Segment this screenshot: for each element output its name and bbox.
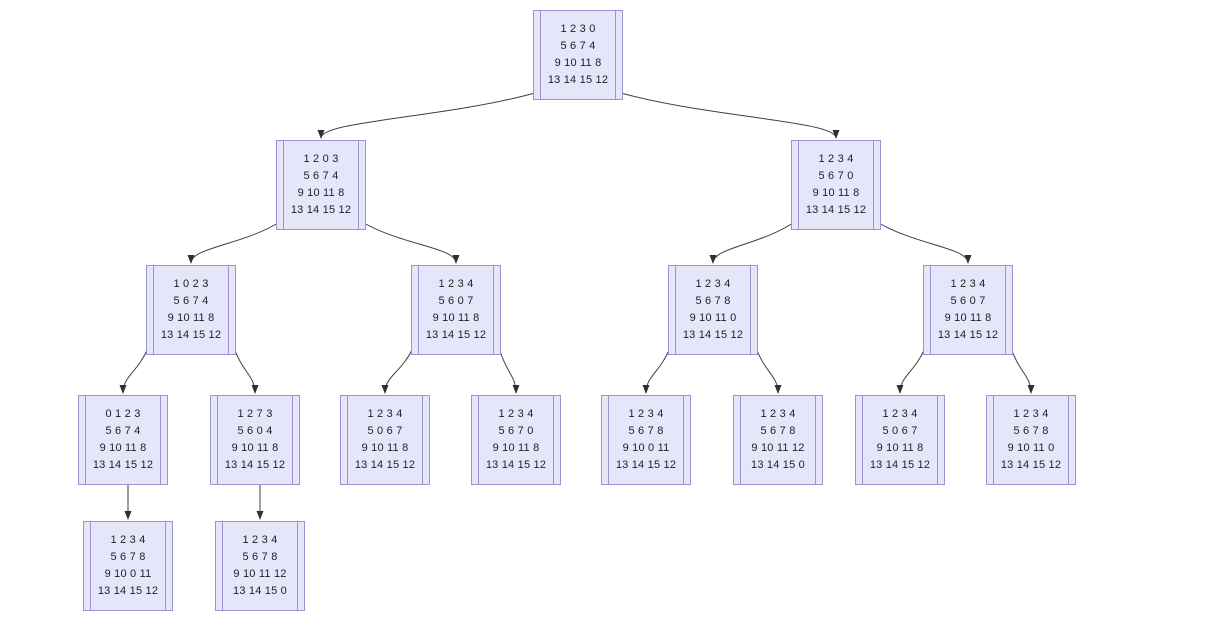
- puzzle-row: 5 6 7 4: [303, 170, 339, 182]
- tree-node-n5: 1 2 3 4 5 6 0 7 9 10 11 8 13 14 15 12: [411, 265, 501, 355]
- tree-node-n6: 1 2 3 4 5 6 7 8 9 10 11 0 13 14 15 12: [668, 265, 758, 355]
- puzzle-row: 1 2 3 4: [438, 278, 474, 290]
- tree-node-n9: 1 2 7 3 5 6 0 4 9 10 11 8 13 14 15 12: [210, 395, 300, 485]
- tree-edge-n7-n15: [1010, 347, 1035, 394]
- puzzle-row: 1 2 3 0: [560, 23, 596, 35]
- puzzle-row: 9 10 0 11: [104, 568, 152, 580]
- puzzle-row: 9 10 0 11: [622, 442, 670, 454]
- puzzle-row: 9 10 11 0: [689, 312, 737, 324]
- puzzle-row: 13 14 15 12: [615, 459, 677, 471]
- puzzle-row: 1 2 7 3: [237, 408, 273, 420]
- tree-edge-n5-n10: [381, 347, 414, 394]
- tree-edge-n1-n2: [317, 92, 536, 139]
- puzzle-row: 1 2 0 3: [303, 153, 339, 165]
- puzzle-row: 0 1 2 3: [105, 408, 141, 420]
- puzzle-row: 5 6 7 4: [173, 295, 209, 307]
- puzzle-row: 5 6 0 4: [237, 425, 273, 437]
- tree-edge-n3-n7: [878, 222, 972, 264]
- puzzle-row: 5 6 7 8: [242, 551, 278, 563]
- tree-edge-n4-n9: [233, 347, 259, 394]
- puzzle-row: 9 10 11 12: [233, 568, 287, 580]
- tree-node-n10: 1 2 3 4 5 0 6 7 9 10 11 8 13 14 15 12: [340, 395, 430, 485]
- puzzle-row: 13 14 15 12: [92, 459, 154, 471]
- puzzle-row: 13 14 15 12: [869, 459, 931, 471]
- puzzle-row: 13 14 15 12: [547, 74, 609, 86]
- puzzle-row: 13 14 15 12: [290, 204, 352, 216]
- tree-node-n11: 1 2 3 4 5 6 7 0 9 10 11 8 13 14 15 12: [471, 395, 561, 485]
- puzzle-row: 9 10 11 8: [812, 187, 860, 199]
- puzzle-row: 9 10 11 8: [432, 312, 480, 324]
- puzzle-row: 9 10 11 8: [297, 187, 345, 199]
- puzzle-row: 5 0 6 7: [882, 425, 918, 437]
- tree-node-n12: 1 2 3 4 5 6 7 8 9 10 0 11 13 14 15 12: [601, 395, 691, 485]
- puzzle-row: 1 2 3 4: [882, 408, 918, 420]
- puzzle-row: 13 14 15 12: [805, 204, 867, 216]
- puzzle-row: 1 2 3 4: [110, 534, 146, 546]
- tree-node-n13: 1 2 3 4 5 6 7 8 9 10 11 12 13 14 15 0: [733, 395, 823, 485]
- tree-edge-n2-n4: [187, 222, 279, 264]
- puzzle-row: 13 14 15 12: [224, 459, 286, 471]
- puzzle-row: 9 10 11 8: [944, 312, 992, 324]
- puzzle-row: 1 2 3 4: [498, 408, 534, 420]
- puzzle-row: 13 14 15 12: [937, 329, 999, 341]
- puzzle-row: 1 2 3 4: [628, 408, 664, 420]
- puzzle-row: 13 14 15 12: [485, 459, 547, 471]
- puzzle-row: 9 10 11 8: [99, 442, 147, 454]
- puzzle-row: 13 14 15 12: [425, 329, 487, 341]
- puzzle-row: 9 10 11 8: [361, 442, 409, 454]
- tree-node-n3: 1 2 3 4 5 6 7 0 9 10 11 8 13 14 15 12: [791, 140, 881, 230]
- puzzle-row: 1 0 2 3: [173, 278, 209, 290]
- puzzle-row: 13 14 15 12: [354, 459, 416, 471]
- puzzle-row: 13 14 15 12: [97, 585, 159, 597]
- tree-edge-n3-n6: [709, 222, 794, 264]
- tree-node-n1: 1 2 3 0 5 6 7 4 9 10 11 8 13 14 15 12: [533, 10, 623, 100]
- tree-node-n17: 1 2 3 4 5 6 7 8 9 10 11 12 13 14 15 0: [215, 521, 305, 611]
- puzzle-row: 9 10 11 8: [876, 442, 924, 454]
- puzzle-row: 5 6 7 8: [628, 425, 664, 437]
- tree-node-n7: 1 2 3 4 5 6 0 7 9 10 11 8 13 14 15 12: [923, 265, 1013, 355]
- puzzle-row: 1 2 3 4: [367, 408, 403, 420]
- puzzle-row: 5 6 7 8: [110, 551, 146, 563]
- tree-edge-n2-n5: [363, 222, 460, 264]
- puzzle-row: 5 6 7 0: [818, 170, 854, 182]
- puzzle-row: 5 6 7 0: [498, 425, 534, 437]
- puzzle-row: 5 6 7 8: [1013, 425, 1049, 437]
- puzzle-row: 9 10 11 8: [492, 442, 540, 454]
- tree-edge-n6-n12: [642, 347, 671, 394]
- puzzle-row: 1 2 3 4: [760, 408, 796, 420]
- tree-node-n8: 0 1 2 3 5 6 7 4 9 10 11 8 13 14 15 12: [78, 395, 168, 485]
- tree-edge-n7-n14: [896, 347, 926, 394]
- puzzle-row: 5 0 6 7: [367, 425, 403, 437]
- puzzle-row: 9 10 11 0: [1007, 442, 1055, 454]
- tree-edge-n4-n8: [119, 347, 149, 394]
- puzzle-row: 5 6 7 8: [760, 425, 796, 437]
- tree-edge-n1-n3: [620, 92, 840, 139]
- tree-node-n2: 1 2 0 3 5 6 7 4 9 10 11 8 13 14 15 12: [276, 140, 366, 230]
- tree-node-n16: 1 2 3 4 5 6 7 8 9 10 0 11 13 14 15 12: [83, 521, 173, 611]
- puzzle-row: 5 6 0 7: [950, 295, 986, 307]
- puzzle-row: 9 10 11 8: [167, 312, 215, 324]
- puzzle-row: 13 14 15 12: [1000, 459, 1062, 471]
- tree-edge-n5-n11: [498, 347, 520, 394]
- puzzle-row: 9 10 11 12: [751, 442, 805, 454]
- tree-edge-n6-n13: [755, 347, 782, 394]
- tree-node-n14: 1 2 3 4 5 0 6 7 9 10 11 8 13 14 15 12: [855, 395, 945, 485]
- puzzle-row: 1 2 3 4: [1013, 408, 1049, 420]
- puzzle-row: 9 10 11 8: [554, 57, 602, 69]
- puzzle-row: 13 14 15 12: [160, 329, 222, 341]
- puzzle-row: 5 6 7 8: [695, 295, 731, 307]
- puzzle-row: 9 10 11 8: [231, 442, 279, 454]
- puzzle-row: 13 14 15 12: [682, 329, 744, 341]
- puzzle-row: 13 14 15 0: [233, 585, 287, 597]
- puzzle-row: 1 2 3 4: [242, 534, 278, 546]
- puzzle-row: 1 2 3 4: [950, 278, 986, 290]
- puzzle-row: 5 6 7 4: [560, 40, 596, 52]
- puzzle-row: 1 2 3 4: [695, 278, 731, 290]
- puzzle-row: 5 6 7 4: [105, 425, 141, 437]
- tree-node-n4: 1 0 2 3 5 6 7 4 9 10 11 8 13 14 15 12: [146, 265, 236, 355]
- tree-node-n15: 1 2 3 4 5 6 7 8 9 10 11 0 13 14 15 12: [986, 395, 1076, 485]
- puzzle-row: 13 14 15 0: [751, 459, 805, 471]
- puzzle-row: 1 2 3 4: [818, 153, 854, 165]
- puzzle-row: 5 6 0 7: [438, 295, 474, 307]
